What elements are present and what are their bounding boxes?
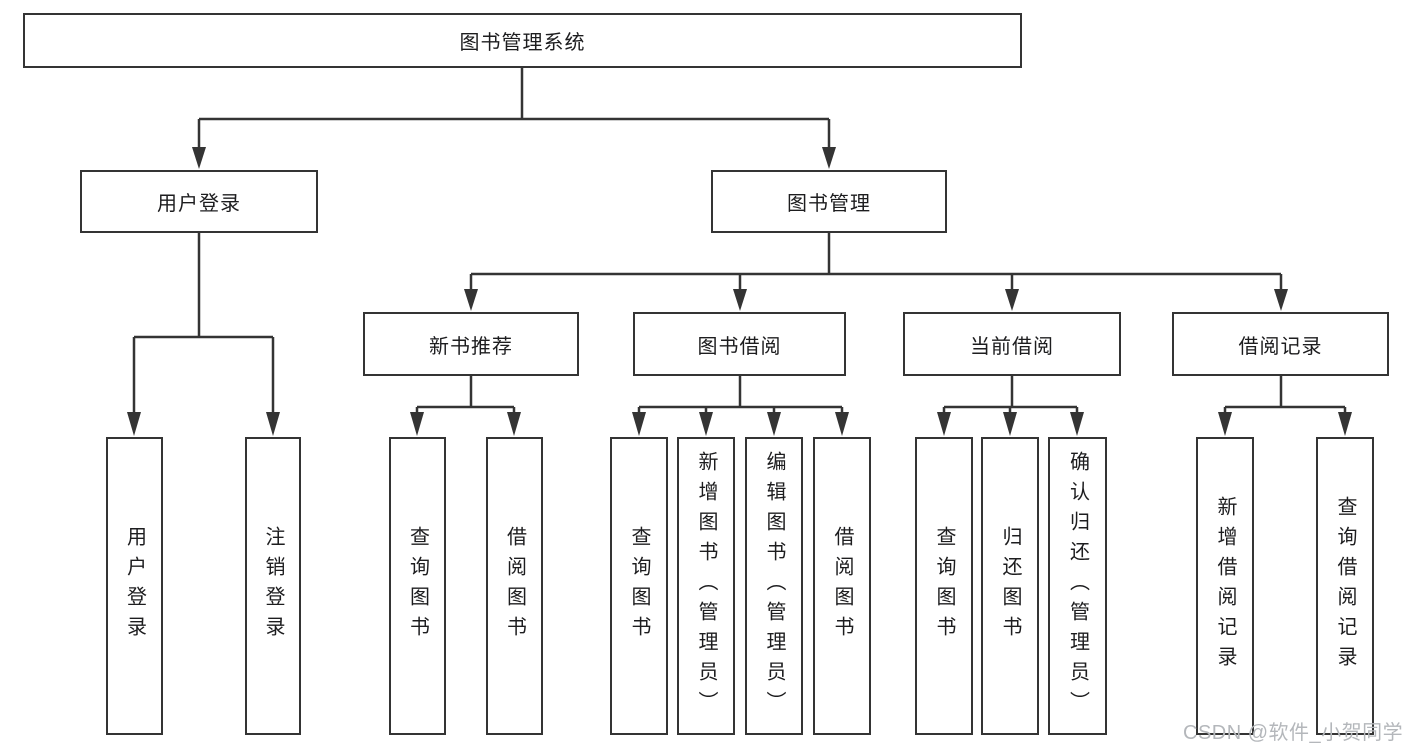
leaf-return-books-label: 归还图书 [999, 526, 1021, 646]
leaf-return-books: 归还图书 [981, 437, 1039, 735]
csdn-watermark: CSDN @软件_小贺同学 [1183, 722, 1404, 744]
leaf-confirm-return-admin: 确认归还（管理员） [1048, 437, 1107, 735]
leaf-borrow-books-recommend-label: 借阅图书 [503, 526, 526, 646]
node-book-borrowing-label: 图书借阅 [697, 335, 782, 358]
node-borrowing-records-label: 借阅记录 [1238, 335, 1323, 358]
node-user-login-label: 用户登录 [157, 193, 241, 215]
leaf-add-borrow-record: 新增借阅记录 [1196, 437, 1254, 735]
node-current-borrowing-label: 当前借阅 [970, 335, 1054, 358]
node-current-borrowing: 当前借阅 [903, 312, 1121, 376]
leaf-borrow-books-recommend: 借阅图书 [486, 437, 543, 735]
node-user-login: 用户登录 [80, 170, 318, 233]
leaf-confirm-return-admin-label: 确认归还（管理员） [1066, 451, 1089, 721]
node-new-book-recommend: 新书推荐 [363, 312, 579, 376]
node-root-label: 图书管理系统 [459, 32, 586, 54]
leaf-user-login: 用户登录 [106, 437, 163, 735]
node-book-management: 图书管理 [711, 170, 947, 233]
leaf-add-borrow-record-label: 新增借阅记录 [1214, 496, 1236, 676]
leaf-search-books-borrowing-label: 查询图书 [628, 526, 650, 646]
node-book-borrowing: 图书借阅 [633, 312, 846, 376]
leaf-search-borrow-record: 查询借阅记录 [1316, 437, 1374, 735]
leaf-search-books-recommend-label: 查询图书 [406, 526, 429, 646]
node-book-management-label: 图书管理 [787, 193, 871, 215]
leaf-user-login-label: 用户登录 [123, 526, 146, 646]
node-borrowing-records: 借阅记录 [1172, 312, 1389, 376]
leaf-logout-login: 注销登录 [245, 437, 301, 735]
leaf-edit-books-admin: 编辑图书（管理员） [745, 437, 803, 735]
leaf-add-books-admin-label: 新增图书（管理员） [695, 451, 717, 721]
leaf-search-borrow-record-label: 查询借阅记录 [1334, 496, 1356, 676]
leaf-borrow-books-label: 借阅图书 [831, 526, 853, 646]
leaf-edit-books-admin-label: 编辑图书（管理员） [763, 451, 785, 721]
node-root: 图书管理系统 [23, 13, 1022, 68]
leaf-logout-login-label: 注销登录 [262, 526, 284, 646]
leaf-search-books-current: 查询图书 [915, 437, 973, 735]
leaf-borrow-books: 借阅图书 [813, 437, 871, 735]
leaf-search-books-recommend: 查询图书 [389, 437, 446, 735]
leaf-search-books-borrowing: 查询图书 [610, 437, 668, 735]
leaf-add-books-admin: 新增图书（管理员） [677, 437, 735, 735]
leaf-search-books-current-label: 查询图书 [933, 526, 955, 646]
node-new-book-recommend-label: 新书推荐 [429, 335, 513, 358]
